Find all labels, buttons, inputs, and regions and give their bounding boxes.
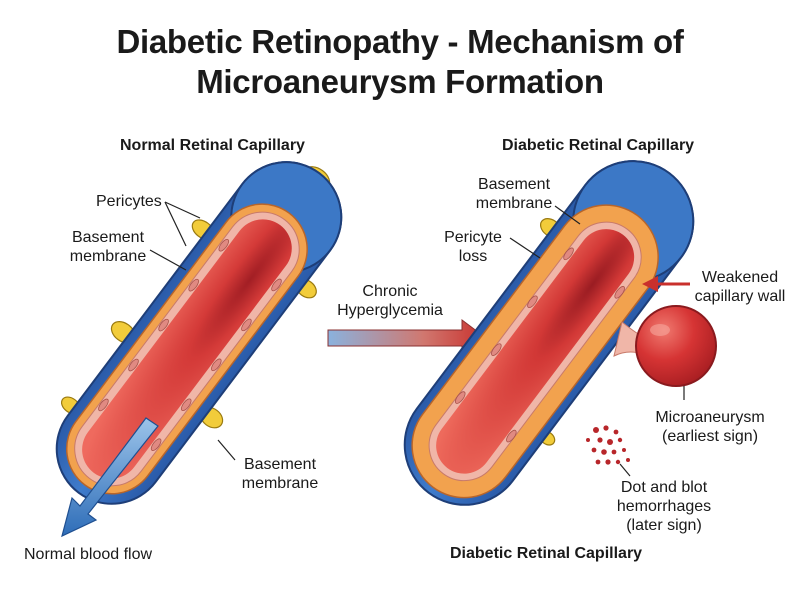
basement-bottom-line-1: Basement <box>243 456 317 473</box>
microaneurysm-line-1: Microaneurysm <box>655 409 765 426</box>
hemorrhages-label: Dot and blot hemorrhages (later sign) <box>604 478 724 535</box>
pericyte-loss-line-1: Pericyte <box>444 229 502 246</box>
normal-blood-flow-label: Normal blood flow <box>24 546 153 563</box>
microaneurysm <box>613 305 717 387</box>
hemorrhages-line-3: (later sign) <box>626 517 702 534</box>
basement-bottom-line-2: membrane <box>241 475 319 492</box>
diabetic-basement-line-2: membrane <box>475 195 553 212</box>
diabetic-basement-label: Basement membrane <box>472 175 556 213</box>
weakened-wall-arrow <box>642 276 690 292</box>
page-title: Diabetic Retinopathy - Mechanism of Micr… <box>0 22 800 102</box>
weakened-line-1: Weakened <box>701 269 779 286</box>
microaneurysm-label: Microaneurysm (earliest sign) <box>648 408 772 446</box>
pericyte-loss-line-2: loss <box>458 248 488 265</box>
basement-top-line-2: membrane <box>69 248 147 265</box>
weakened-line-2: capillary wall <box>694 288 786 305</box>
diabetic-bottom-caption: Diabetic Retinal Capillary <box>450 545 643 562</box>
blood-flow-arrow <box>61 417 159 538</box>
title-line-2: Microaneurysm Formation <box>196 63 604 100</box>
hemorrhage-dots <box>586 425 630 465</box>
title-line-1: Diabetic Retinopathy - Mechanism of <box>116 23 684 60</box>
hemorrhages-line-1: Dot and blot <box>620 479 708 496</box>
normal-capillary <box>55 161 343 538</box>
pericyte-loss-label: Pericyte loss <box>438 228 508 266</box>
pericytes-label: Pericytes <box>96 193 162 210</box>
diabetic-basement-line-1: Basement <box>477 176 551 193</box>
hemorrhages-line-2: hemorrhages <box>616 498 712 515</box>
microaneurysm-line-2: (earliest sign) <box>661 428 759 445</box>
basement-membrane-label-top: Basement membrane <box>68 228 148 266</box>
basement-membrane-label-bottom: Basement membrane <box>240 455 320 493</box>
normal-heading: Normal Retinal Capillary <box>120 137 305 154</box>
diabetic-heading: Diabetic Retinal Capillary <box>502 137 695 154</box>
hyperglycemia-label: Chronic Hyperglycemia <box>330 282 450 320</box>
hyperglycemia-line-2: Hyperglycemia <box>337 302 443 319</box>
hyperglycemia-line-1: Chronic <box>362 283 418 300</box>
diabetic-capillary <box>403 160 717 506</box>
weakened-wall-label: Weakened capillary wall <box>690 268 790 306</box>
basement-top-line-1: Basement <box>71 229 145 246</box>
